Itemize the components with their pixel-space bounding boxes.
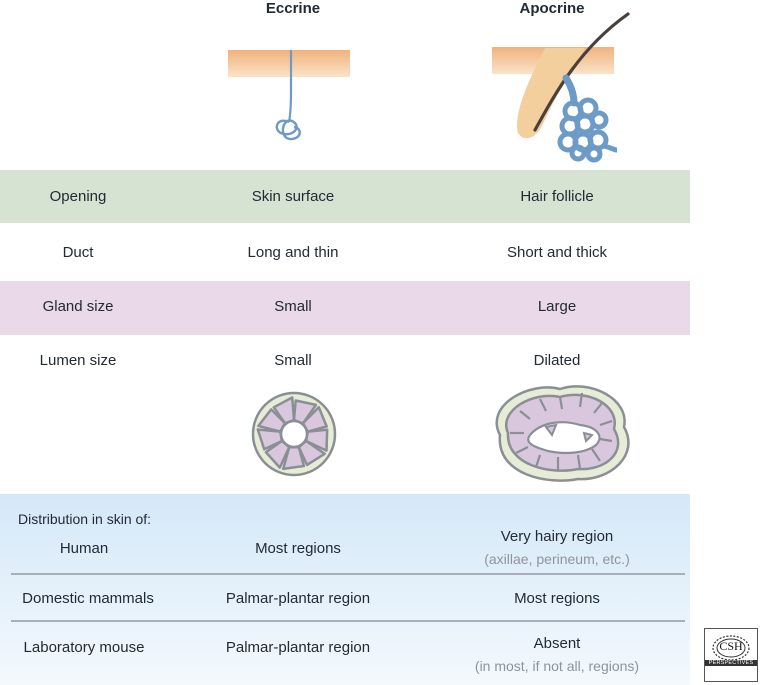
- eccrine-header: Eccrine: [265, 0, 321, 17]
- human-eccrine: Most regions: [255, 540, 341, 557]
- apocrine-header: Apocrine: [519, 0, 585, 17]
- mouse-eccrine: Palmar-plantar region: [225, 639, 371, 656]
- opening-label: Opening: [49, 188, 107, 205]
- gland-size-row-band: [0, 281, 690, 335]
- duct-eccrine: Long and thin: [247, 244, 339, 261]
- mouse-apocrine: Absent: [533, 635, 581, 652]
- row-divider: [11, 573, 685, 575]
- eccrine-epithelial-cells: [256, 396, 329, 471]
- apocrine-gland-illustration: [492, 12, 630, 163]
- human-apocrine: Very hairy region: [500, 528, 614, 545]
- apocrine-lumen-cross-section: [495, 385, 630, 482]
- distribution-heading: Distribution in skin of:: [18, 511, 152, 527]
- hair-shaft: [533, 12, 630, 132]
- distribution-section-band: [0, 494, 690, 685]
- mouse-apocrine-note: (in most, if not all, regions): [474, 658, 640, 674]
- row-divider: [11, 620, 685, 622]
- eccrine-gland-illustration: [228, 50, 350, 141]
- gland-size-apocrine: Large: [537, 298, 577, 315]
- csh-perspectives-logo: CSH PERSPECTIVES: [704, 628, 758, 682]
- apocrine-coil: [557, 97, 618, 163]
- apocrine-cell-boundaries: [510, 392, 613, 471]
- domestic-eccrine: Palmar-plantar region: [225, 590, 371, 607]
- gland-size-label: Gland size: [42, 298, 114, 315]
- opening-row-band: [0, 170, 690, 223]
- duct-apocrine: Short and thick: [506, 244, 608, 261]
- domestic-label: Domestic mammals: [22, 590, 154, 607]
- lumen-size-apocrine: Dilated: [533, 352, 581, 369]
- eccrine-lumen-cross-section: [251, 391, 337, 477]
- duct-label: Duct: [62, 244, 94, 261]
- opening-eccrine: Skin surface: [251, 188, 335, 205]
- dna-ring-icon: [712, 635, 750, 661]
- apocrine-lumen: [527, 421, 601, 455]
- hair-follicle: [516, 48, 585, 139]
- logo-subtext: PERSPECTIVES: [705, 660, 757, 666]
- eccrine-skin-layer: [228, 50, 350, 77]
- gland-size-eccrine: Small: [274, 298, 312, 315]
- domestic-apocrine: Most regions: [514, 590, 600, 607]
- mouse-label: Laboratory mouse: [23, 639, 145, 656]
- lumen-size-eccrine: Small: [274, 352, 312, 369]
- apocrine-duct: [562, 74, 578, 107]
- lumen-size-label: Lumen size: [39, 352, 117, 369]
- opening-apocrine: Hair follicle: [520, 188, 594, 205]
- human-label: Human: [59, 540, 109, 557]
- logo-text: CSH: [719, 639, 743, 653]
- human-apocrine-note: (axillae, perineum, etc.): [484, 551, 630, 567]
- eccrine-coil: [275, 119, 301, 141]
